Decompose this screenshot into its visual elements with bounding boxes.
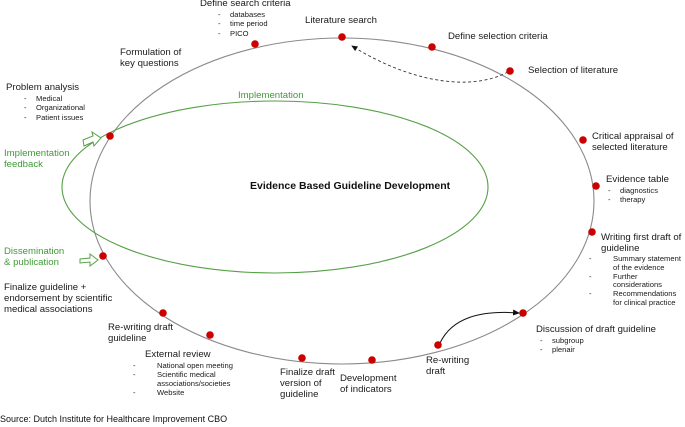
list-item: Summary statement of the evidence bbox=[601, 254, 683, 273]
external-review-list: National open meeting Scientific medical… bbox=[145, 361, 255, 397]
step-nodes bbox=[99, 33, 600, 364]
problem-analysis-list: Medical Organizational Patient issues bbox=[6, 94, 85, 122]
list-item: Organizational bbox=[24, 103, 85, 112]
node-development-indicators bbox=[368, 356, 376, 364]
writing-first-draft-label: Writing first draft of guideline Summary… bbox=[601, 232, 683, 308]
list-item: Further considerations bbox=[601, 272, 683, 291]
implementation-label: Implementation bbox=[238, 90, 304, 101]
node-selection-literature bbox=[506, 67, 514, 75]
rewriting-draft-right-label: Re-writing draft bbox=[426, 355, 470, 377]
node-critical-appraisal bbox=[579, 136, 587, 144]
node-external-review bbox=[206, 331, 214, 339]
list-item: subgroup bbox=[540, 336, 656, 345]
list-item: therapy bbox=[608, 195, 669, 204]
development-indicators-label: Development of indicators bbox=[340, 373, 397, 395]
search-criteria-label: Define search criteria databases time pe… bbox=[200, 0, 291, 38]
diagram-title: Evidence Based Guideline Development bbox=[250, 180, 451, 192]
writing-first-draft-list: Summary statement of the evidence Furthe… bbox=[601, 254, 683, 308]
list-item: Website bbox=[145, 388, 255, 397]
node-evidence-table bbox=[592, 182, 600, 190]
dashed-feedback-arrow bbox=[351, 45, 509, 83]
node-discussion bbox=[519, 309, 527, 317]
list-item: Patient issues bbox=[24, 113, 85, 122]
implementation-feedback-label: Implementation feedback bbox=[4, 148, 70, 170]
dissemination-arrow-icon bbox=[79, 253, 99, 267]
list-item: plenair bbox=[540, 345, 656, 354]
node-writing-first-draft bbox=[588, 228, 596, 236]
implementation-ellipse bbox=[61, 100, 489, 274]
node-finalize-draft bbox=[298, 354, 306, 362]
list-item: National open meeting bbox=[145, 361, 255, 370]
list-item: databases bbox=[218, 10, 291, 19]
node-literature-search bbox=[338, 33, 346, 41]
finalize-draft-label: Finalize draft version of guideline bbox=[280, 367, 335, 400]
implementation-feedback-arrow-icon bbox=[82, 130, 102, 148]
evidence-table-label: Evidence table diagnostics therapy bbox=[606, 174, 669, 205]
define-selection-label: Define selection criteria bbox=[448, 31, 548, 42]
discussion-draft-label: Discussion of draft guideline subgroup p… bbox=[536, 324, 656, 355]
selection-literature-label: Selection of literature bbox=[528, 65, 619, 76]
evidence-table-list: diagnostics therapy bbox=[606, 186, 669, 205]
list-item: diagnostics bbox=[608, 186, 669, 195]
literature-search-label: Literature search bbox=[305, 15, 377, 26]
critical-appraisal-label: Critical appraisal of selected literatur… bbox=[592, 131, 674, 153]
key-questions-label: Formulation of key questions bbox=[120, 47, 182, 69]
external-review-label: External review National open meeting Sc… bbox=[145, 349, 255, 397]
list-item: Scientific medical associations/societie… bbox=[145, 370, 255, 388]
source-note: Source: Dutch Institute for Healthcare I… bbox=[0, 414, 228, 424]
finalize-guideline-label: Finalize guideline + endorsement by scie… bbox=[4, 282, 113, 315]
node-search-criteria bbox=[251, 40, 259, 48]
node-finalize-guideline bbox=[99, 252, 107, 260]
list-item: PICO bbox=[218, 29, 291, 38]
rewriting-draft-left-label: Re-writing draft guideline bbox=[108, 322, 174, 344]
node-define-selection bbox=[428, 43, 436, 51]
node-problem-analysis bbox=[106, 132, 114, 140]
rewrite-discussion-arrow bbox=[439, 309, 520, 344]
dissemination-label: Dissemination & publication bbox=[4, 246, 65, 268]
discussion-draft-list: subgroup plenair bbox=[536, 336, 656, 355]
node-rewriting-draft-right bbox=[434, 341, 442, 349]
list-item: time period bbox=[218, 19, 291, 28]
list-item: Medical bbox=[24, 94, 85, 103]
problem-analysis-label: Problem analysis Medical Organizational … bbox=[6, 82, 85, 122]
list-item: Recommendations for clinical practice bbox=[601, 289, 683, 308]
node-rewriting-draft-left bbox=[159, 309, 167, 317]
search-criteria-list: databases time period PICO bbox=[200, 10, 291, 38]
